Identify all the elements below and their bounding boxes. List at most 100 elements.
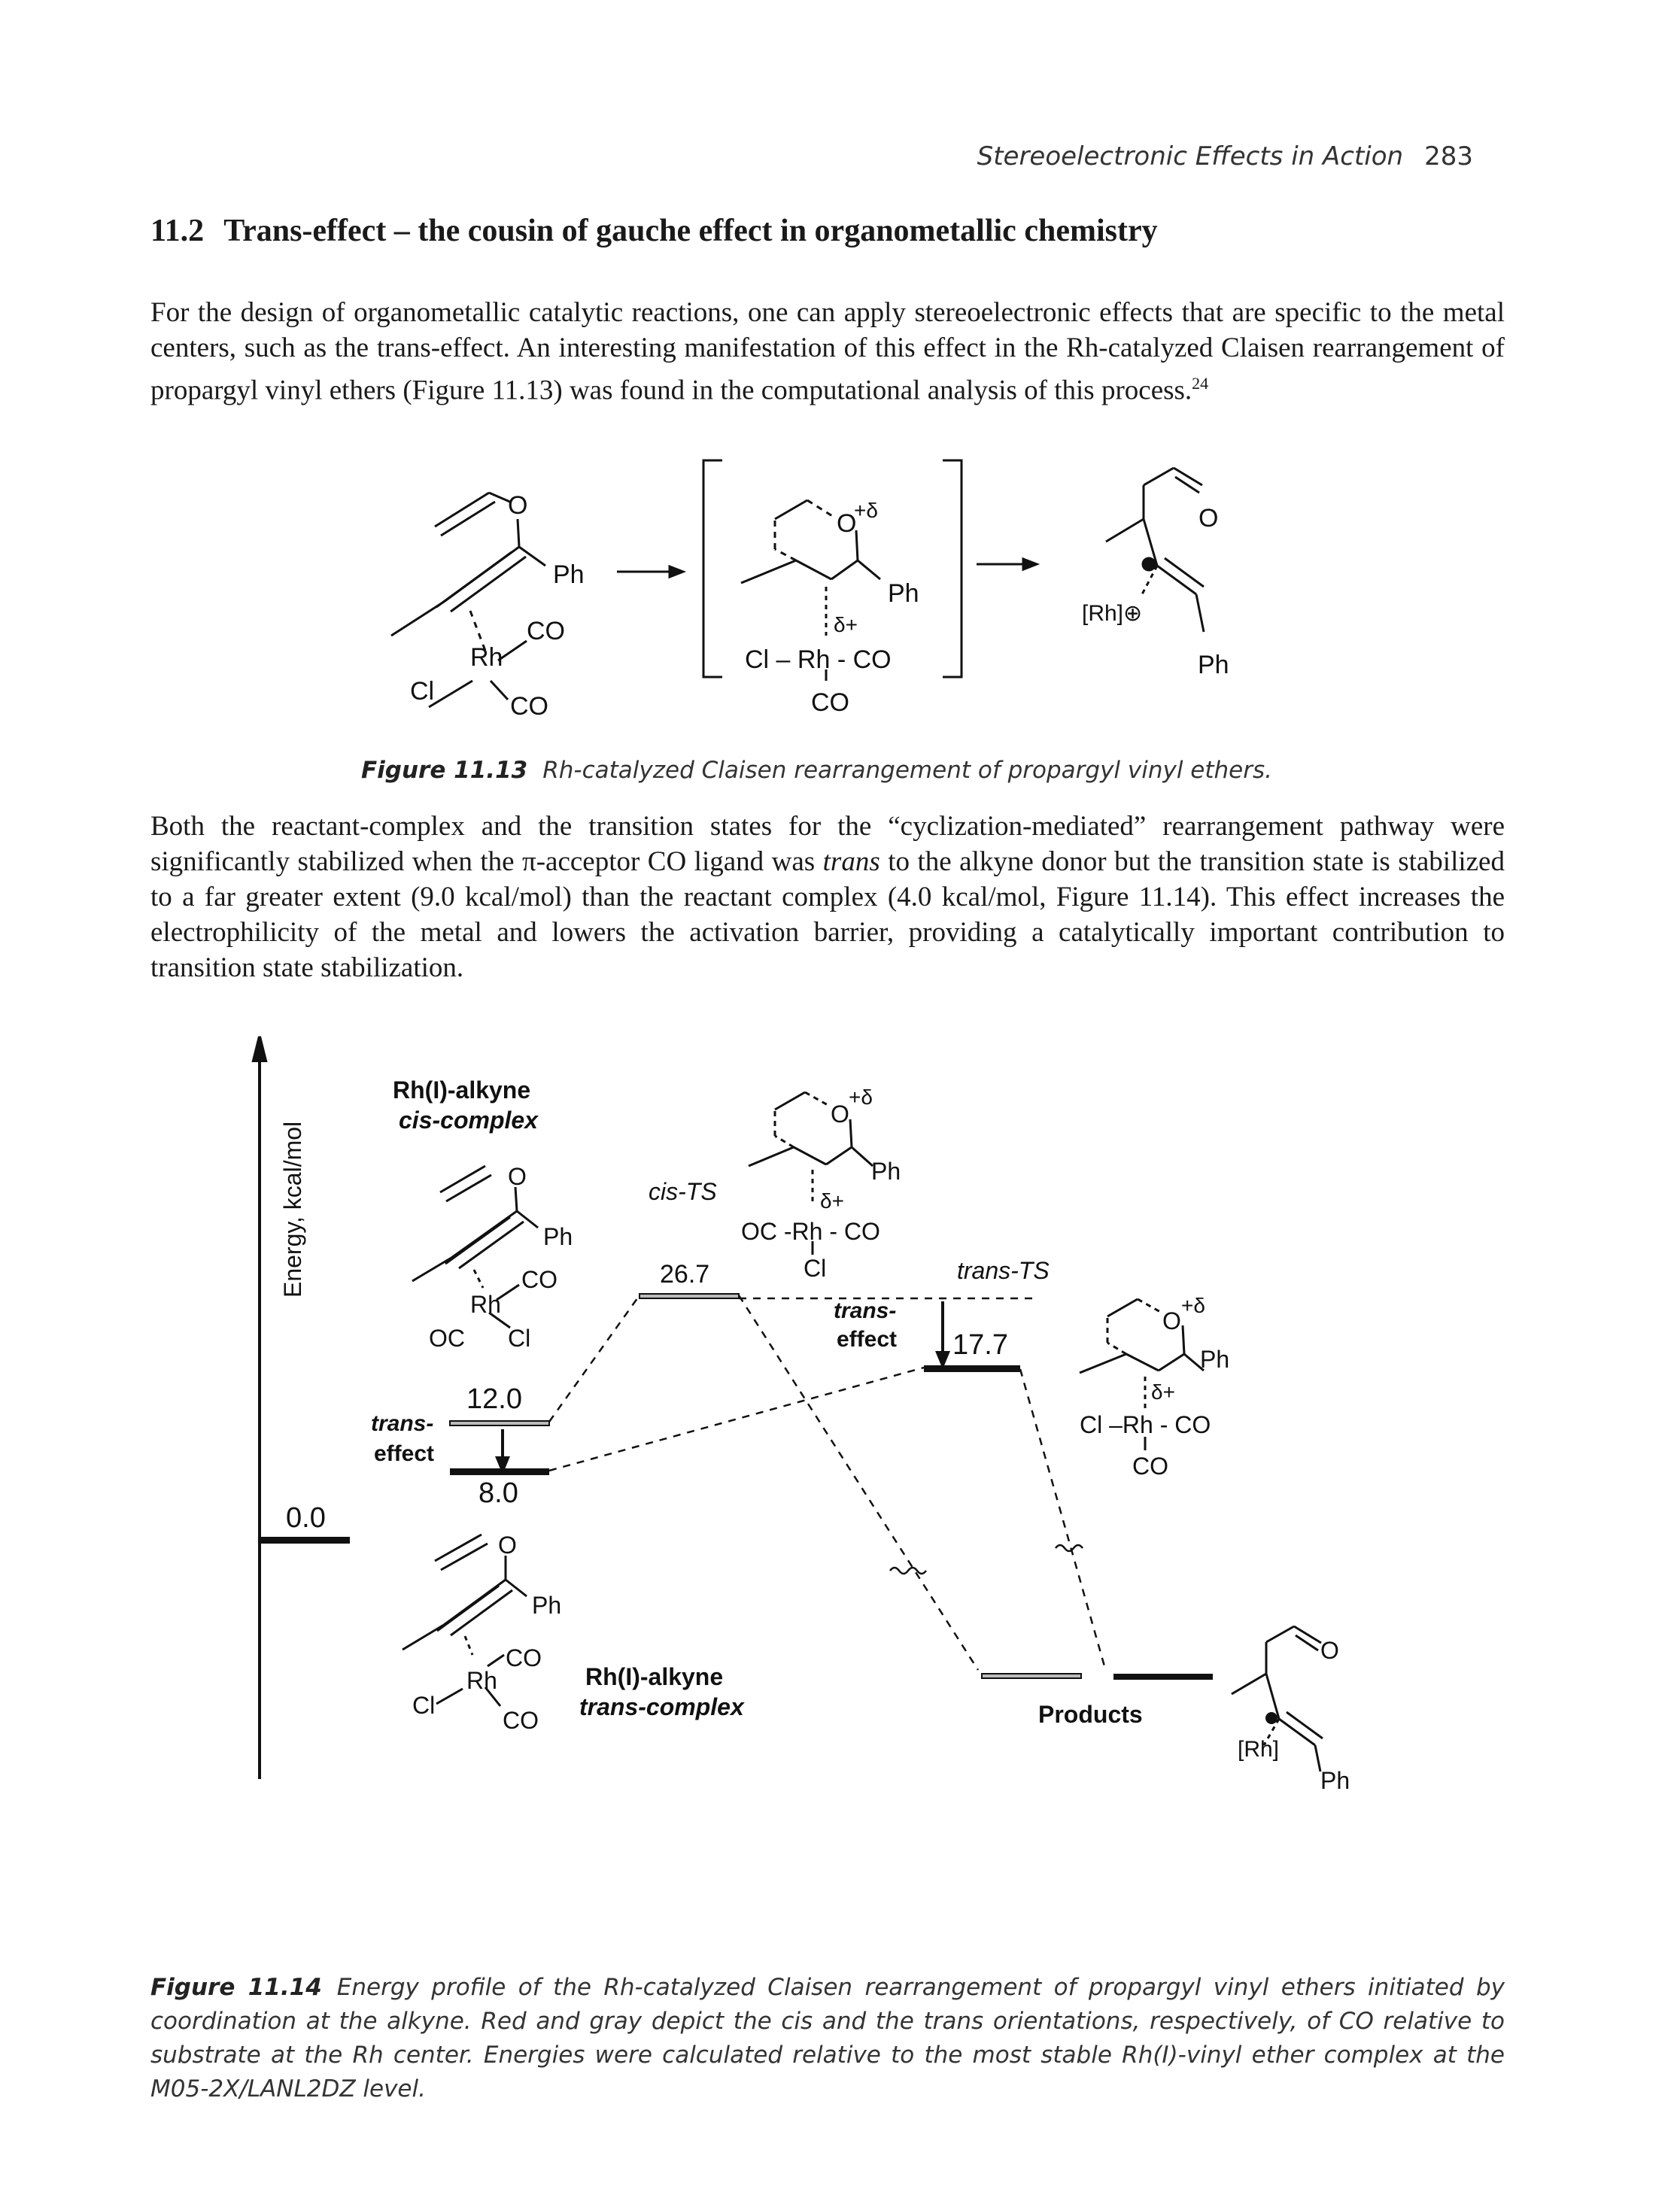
figure-13-label: Figure 11.13: [361, 757, 528, 784]
cis-complex-rh: Rh: [470, 1291, 501, 1318]
trans-complex-rh: Rh: [466, 1667, 497, 1694]
paragraph-discussion: Both the reactant-complex and the transi…: [150, 809, 1505, 985]
paragraph-intro: For the design of organometallic catalyt…: [150, 295, 1505, 408]
pathway-connectors: [548, 1295, 1107, 1672]
trans-complex-title-1: Rh(I)-alkyne: [585, 1663, 723, 1690]
energy-axis-label: Energy, kcal/mol: [279, 1122, 306, 1298]
cis-ts-structure: [748, 1091, 873, 1255]
running-title: Stereoelectronic Effects in Action: [977, 141, 1404, 172]
level-reference: [260, 1537, 350, 1544]
trans-effect-right-1: trans-: [834, 1298, 896, 1323]
cis-complex-title-2: cis-complex: [399, 1107, 539, 1134]
cis-ts-rh-line: OC -Rh - CO: [741, 1218, 880, 1245]
paragraph-discussion-b: to the alkyne donor but the transition s…: [150, 846, 1505, 983]
trans-complex-structure: [402, 1533, 527, 1707]
fig13-ts-rh-line: Cl – Rh - CO: [745, 645, 892, 674]
fig13-bracket-right: [943, 459, 963, 679]
cis-ts-cl: Cl: [804, 1255, 826, 1282]
trans-effect-left-1: trans-: [371, 1411, 433, 1436]
fig13-reactant-cl: Cl: [410, 677, 434, 706]
reference-mark: 24: [1192, 374, 1209, 393]
fig14-product-ph: Ph: [1320, 1767, 1350, 1794]
cis-complex-title-1: Rh(I)-alkyne: [393, 1076, 530, 1104]
trans-complex-o: O: [498, 1532, 517, 1559]
cis-complex-o: O: [508, 1163, 527, 1190]
cis-complex-co: CO: [521, 1266, 557, 1293]
trans-complex-cl: Cl: [412, 1692, 435, 1719]
cis-complex-structure: [412, 1164, 539, 1329]
fig13-product-rh: [Rh]⊕: [1082, 601, 1142, 626]
fig13-arrow-1: [617, 564, 687, 579]
running-head: Stereoelectronic Effects in Action 283: [977, 141, 1473, 172]
fig13-ts-structure: [740, 499, 881, 681]
paragraph-discussion-a: Both the reactant-complex and the transi…: [150, 811, 1505, 877]
fig13-reactant-rh: Rh: [470, 643, 503, 672]
level-cis-ts-value: 26.7: [660, 1260, 709, 1289]
figure-14-label: Figure 11.14: [150, 1974, 322, 2001]
cis-complex-oc: OC: [429, 1325, 465, 1352]
trans-ts-charge-o: +δ: [1181, 1294, 1205, 1317]
level-trans-complex: [450, 1468, 549, 1475]
page-number: 283: [1424, 141, 1473, 172]
fig13-reactant-co2: CO: [510, 692, 548, 721]
trans-effect-arrows: [495, 1301, 950, 1475]
cis-ts-charge-rh: δ+: [820, 1189, 844, 1213]
trans-ts-o: O: [1162, 1307, 1181, 1334]
trans-ts-ph: Ph: [1200, 1346, 1229, 1373]
fig13-arrow-2: [977, 557, 1041, 572]
cis-ts-o: O: [831, 1101, 849, 1128]
fig13-bracket-left: [702, 459, 722, 679]
trans-ts-rh-line: Cl –Rh - CO: [1080, 1411, 1211, 1438]
level-cis-ts: [639, 1293, 740, 1299]
fig13-reactant-structure: [390, 491, 546, 709]
fig13-ts-charge-o: +δ: [854, 499, 878, 522]
cis-ts-label: cis-TS: [649, 1178, 717, 1205]
figure-14-caption-text: Energy profile of the Rh-catalyzed Clais…: [150, 1974, 1505, 2103]
trans-effect-left-2: effect: [374, 1441, 434, 1466]
trans-complex-co2: CO: [503, 1707, 539, 1734]
fig13-reactant-co1: CO: [527, 617, 565, 645]
trans-complex-title-2: trans-complex: [579, 1693, 745, 1720]
break-squiggles: [889, 1544, 1083, 1575]
energy-axis-arrow: [251, 1036, 268, 1062]
trans-complex-ph: Ph: [532, 1592, 561, 1619]
fig14-product-rh: [Rh]: [1238, 1737, 1279, 1762]
level-reference-value: 0.0: [286, 1502, 326, 1534]
paragraph-intro-text: For the design of organometallic catalyt…: [150, 297, 1505, 406]
fig14-product-o: O: [1320, 1637, 1339, 1664]
fig13-product-dot: [1141, 557, 1156, 572]
level-cis-complex-value: 12.0: [466, 1383, 522, 1415]
fig13-ts-charge-rh: δ+: [834, 613, 858, 636]
fig13-reactant-ph: Ph: [553, 560, 585, 589]
trans-ts-charge-rh: δ+: [1151, 1380, 1175, 1404]
cis-complex-cl: Cl: [508, 1325, 530, 1352]
trans-ts-label: trans-TS: [957, 1257, 1050, 1284]
trans-complex-co1: CO: [506, 1644, 542, 1671]
fig13-ts-o: O: [837, 509, 856, 538]
cis-ts-charge-o: +δ: [849, 1085, 873, 1109]
level-cis-products: [981, 1673, 1082, 1679]
fig13-ts-co: CO: [811, 688, 849, 717]
section-heading: Trans-effect – the cousin of gauche effe…: [223, 214, 1158, 248]
fig14-product-structure: [1231, 1625, 1323, 1772]
level-trans-ts: [924, 1365, 1020, 1372]
energy-levels: [260, 1293, 1213, 1680]
level-trans-complex-value: 8.0: [478, 1477, 518, 1509]
fig13-product-structure: [1105, 466, 1205, 633]
fig13-reactant-o: O: [508, 491, 527, 520]
fig13-product-ph: Ph: [1198, 651, 1229, 679]
level-cis-complex: [449, 1420, 550, 1426]
fig13-product-o: O: [1198, 504, 1218, 533]
trans-effect-right-2: effect: [837, 1327, 897, 1352]
paragraph-discussion-emphasis: trans: [822, 846, 880, 877]
fig14-product-dot: [1265, 1712, 1277, 1724]
products-label: Products: [1038, 1701, 1143, 1728]
trans-ts-co: CO: [1132, 1453, 1168, 1480]
section-number: 11.2: [150, 214, 205, 248]
trans-ts-structure: [1079, 1298, 1205, 1450]
cis-ts-ph: Ph: [871, 1158, 901, 1185]
level-trans-ts-value: 17.7: [952, 1329, 1008, 1361]
fig13-ts-ph: Ph: [888, 579, 919, 608]
